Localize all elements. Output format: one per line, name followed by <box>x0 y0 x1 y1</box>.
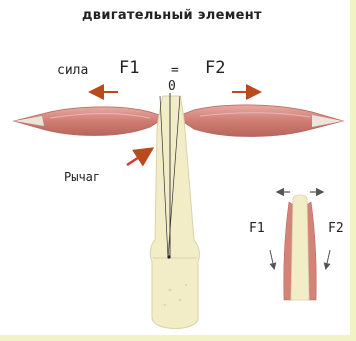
force-f1-label: F1 <box>119 58 139 78</box>
force-label: сила <box>57 63 88 78</box>
small-f1-label: F1 <box>249 221 265 236</box>
equals-sign: = <box>171 63 179 78</box>
pivot-label: 0 <box>168 79 176 94</box>
lever-label: Рычаг <box>64 170 100 184</box>
right-muscle <box>176 105 343 137</box>
force-f2-label: F2 <box>205 58 225 78</box>
small-diagram <box>270 192 330 300</box>
left-muscle <box>14 107 166 136</box>
small-f2-label: F2 <box>328 221 344 236</box>
diagram-title: двигательный элемент <box>82 8 262 23</box>
lever-pointer-arrow <box>127 150 150 165</box>
lever-bone <box>150 96 199 329</box>
